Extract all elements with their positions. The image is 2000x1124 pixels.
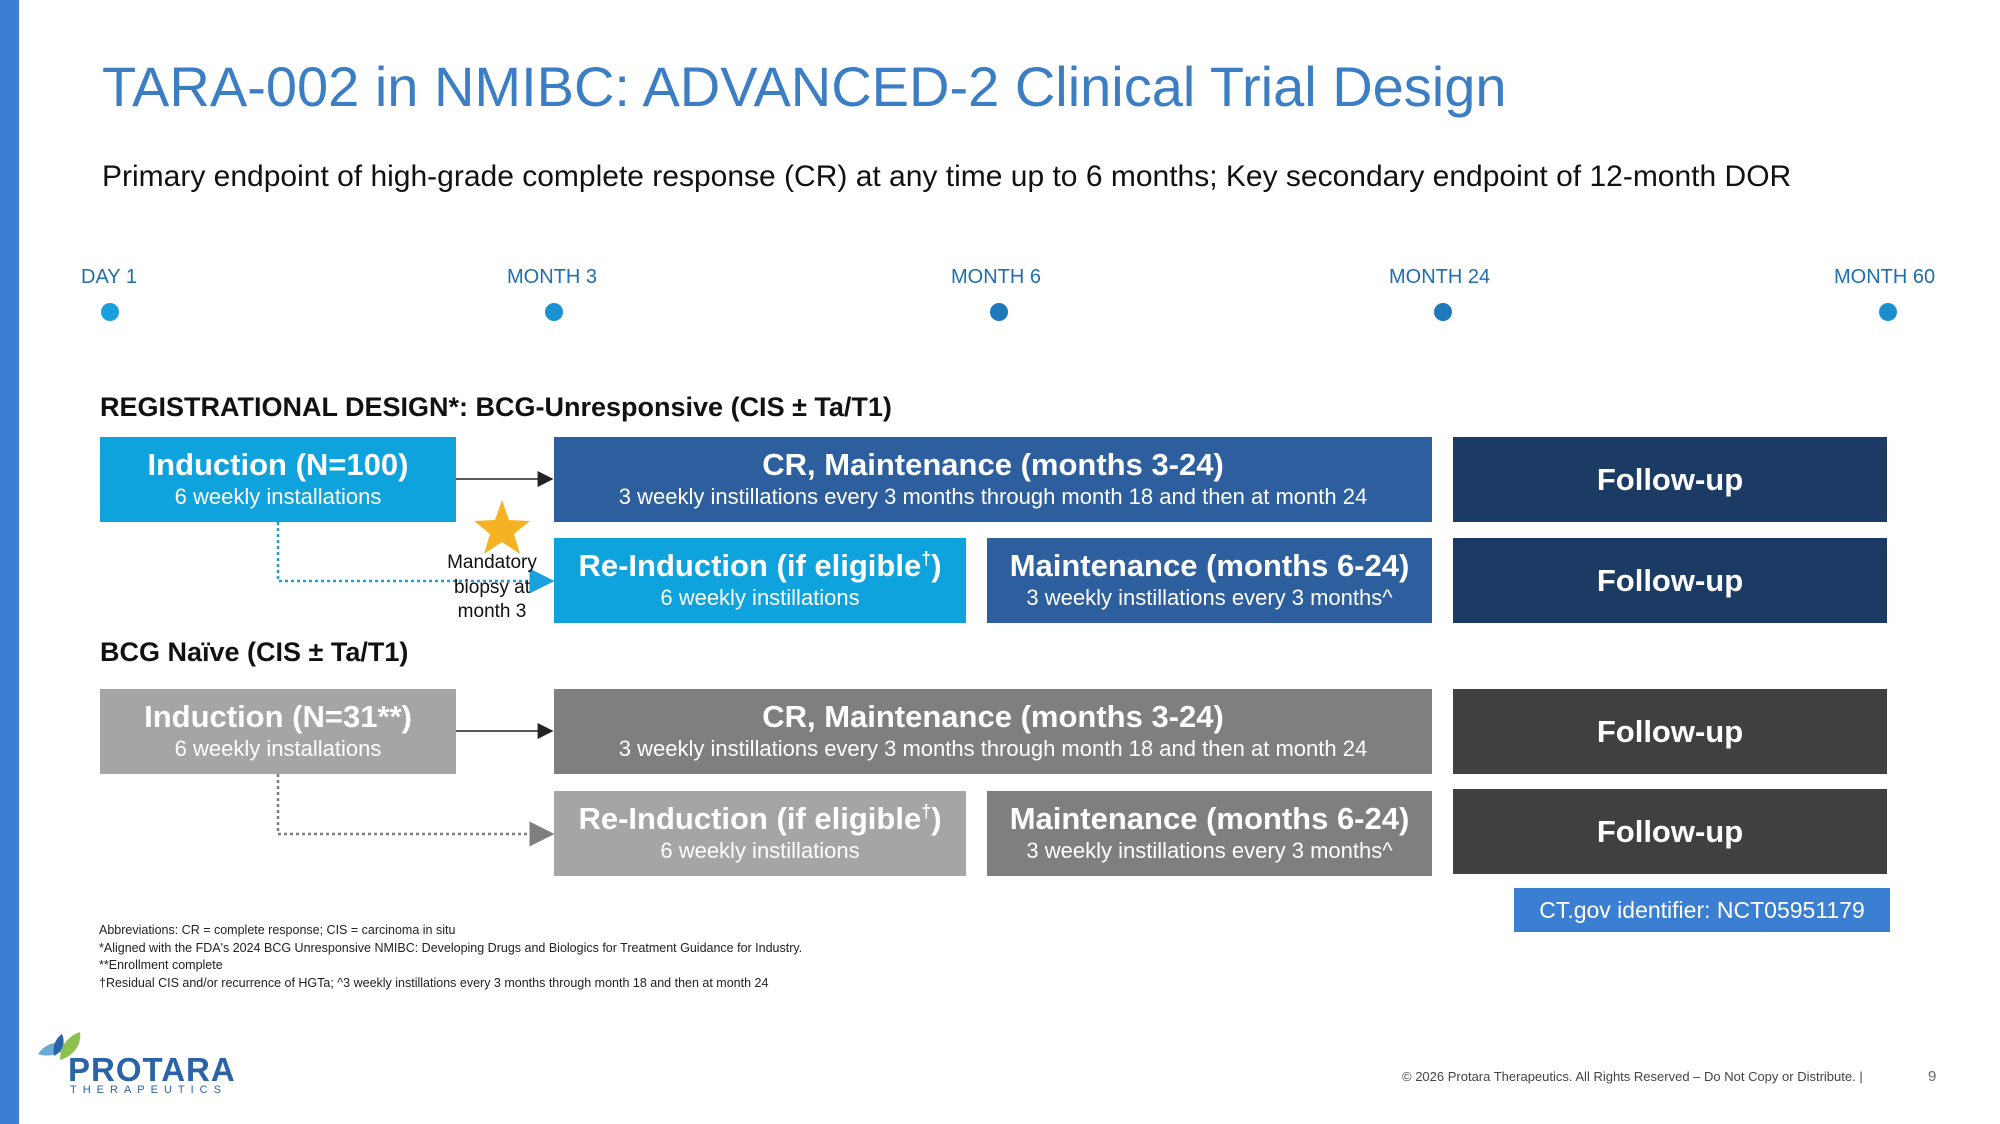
reg-reinduction-box: Re-Induction (if eligible†) 6 weekly ins… [554,538,966,623]
protara-logo-tagline: THERAPEUTICS [70,1084,227,1096]
naive-induction-box: Induction (N=31**) 6 weekly installation… [100,689,456,774]
page-subtitle: Primary endpoint of high-grade complete … [102,160,1792,193]
biopsy-note: Mandatory biopsy at month 3 [447,552,537,623]
timeline-marker-day1 [101,303,119,321]
reg-cr-maintenance-box: CR, Maintenance (months 3-24) 3 weekly i… [554,437,1432,522]
protara-logo-text: PROTARA [68,1051,236,1088]
timeline-label-month6: MONTH 6 [951,266,1041,288]
reg-maintenance-box: Maintenance (months 6-24) 3 weekly insti… [987,538,1432,623]
naive-reinduction-sub: 6 weekly instillations [660,838,860,864]
naive-reinduction-title: Re-Induction (if eligible†) [578,801,942,837]
arrow-naive-induction-to-reinduction [276,774,555,847]
timeline-label-day1: DAY 1 [81,266,137,288]
naive-reinduction-box: Re-Induction (if eligible†) 6 weekly ins… [554,791,966,876]
naive-induction-sub: 6 weekly installations [174,736,382,762]
naive-cr-maintenance-box: CR, Maintenance (months 3-24) 3 weekly i… [554,689,1432,774]
naive-followup-box-2: Follow-up [1453,789,1887,874]
naive-followup-box-1: Follow-up [1453,689,1887,774]
naive-induction-title: Induction (N=31**) [144,699,412,735]
reg-cr-maintenance-title: CR, Maintenance (months 3-24) [762,447,1224,483]
reg-followup-box-1: Follow-up [1453,437,1887,522]
naive-cr-maintenance-title: CR, Maintenance (months 3-24) [762,699,1224,735]
page-title: TARA-002 in NMIBC: ADVANCED-2 Clinical T… [102,55,1507,118]
reg-maintenance-sub: 3 weekly instillations every 3 months^ [1026,585,1393,611]
footnote-enrollment: **Enrollment complete [99,958,223,972]
naive-maintenance-title: Maintenance (months 6-24) [1009,801,1410,837]
timeline-label-month60: MONTH 60 [1834,266,1936,288]
footnote-abbreviations: Abbreviations: CR = complete response; C… [99,923,456,937]
registrational-heading: REGISTRATIONAL DESIGN*: BCG-Unresponsive… [100,392,892,422]
reg-induction-title: Induction (N=100) [147,447,409,483]
timeline-marker-month60 [1879,303,1897,321]
reg-induction-sub: 6 weekly installations [174,484,382,510]
naive-followup-label-1: Follow-up [1596,713,1744,749]
reg-induction-box: Induction (N=100) 6 weekly installations [100,437,456,522]
copyright-notice: © 2026 Protara Therapeutics. All Rights … [1402,1069,1863,1084]
timeline-marker-month6 [990,303,1008,321]
star-icon [474,500,530,554]
reg-followup-label-2: Follow-up [1596,562,1744,598]
footnote-fda-guidance: *Aligned with the FDA's 2024 BCG Unrespo… [99,941,803,955]
timeline-marker-month24 [1434,303,1452,321]
reg-maintenance-title: Maintenance (months 6-24) [1009,548,1410,584]
ctgov-identifier-badge: CT.gov identifier: NCT05951179 [1514,888,1890,932]
footnote-residual-cis: †Residual CIS and/or recurrence of HGTa;… [99,976,769,990]
naive-maintenance-sub: 3 weekly instillations every 3 months^ [1026,838,1393,864]
timeline-label-month3: MONTH 3 [507,266,597,288]
page-number: 9 [1928,1068,1937,1085]
timeline-marker-month3 [545,303,563,321]
reg-followup-label-1: Follow-up [1596,461,1744,497]
naive-heading: BCG Naïve (CIS ± Ta/T1) [100,637,409,667]
reg-cr-maintenance-sub: 3 weekly instillations every 3 months th… [618,484,1368,510]
left-accent-bar [0,0,19,1124]
naive-maintenance-box: Maintenance (months 6-24) 3 weekly insti… [987,791,1432,876]
protara-leaf-icon [38,1032,81,1060]
reg-reinduction-sub: 6 weekly instillations [660,585,860,611]
naive-cr-maintenance-sub: 3 weekly instillations every 3 months th… [618,736,1368,762]
reg-reinduction-title: Re-Induction (if eligible†) [578,548,942,584]
naive-followup-label-2: Follow-up [1596,813,1744,849]
timeline-label-month24: MONTH 24 [1389,266,1491,288]
reg-followup-box-2: Follow-up [1453,538,1887,623]
